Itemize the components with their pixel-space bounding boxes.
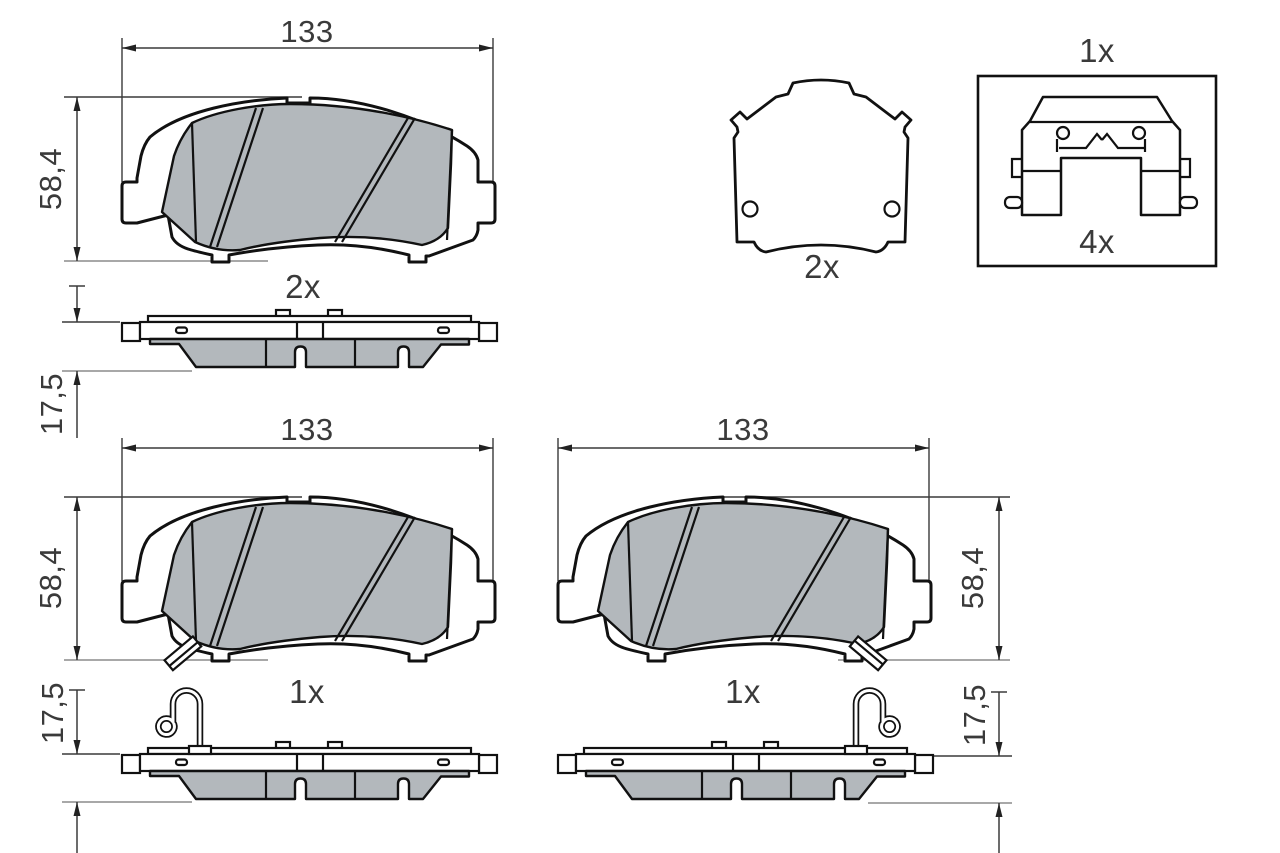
- accessory-kit-box: [976, 74, 1218, 268]
- dim-width-label-top: 133: [280, 14, 334, 49]
- dim-height-label-top: 58,4: [33, 147, 68, 211]
- retaining-clip-drawing: [1003, 95, 1199, 217]
- width-dimension-right: [557, 438, 930, 581]
- quantity-label-carrier-plate: 2x: [804, 248, 840, 285]
- width-dimension-top: [121, 38, 494, 182]
- dim-thickness-label-right: 17,5: [957, 683, 992, 747]
- thickness-dimension-top: [62, 285, 192, 438]
- wear-indicator-tab-left: [162, 634, 203, 672]
- dim-thickness-label-left: 17,5: [35, 681, 70, 745]
- quantity-label-right-pad: 1x: [725, 673, 761, 710]
- pad-front-top-view: [120, 96, 497, 264]
- thickness-dimension-right: [868, 691, 1012, 853]
- quantity-label-top-pads: 2x: [285, 268, 321, 305]
- height-dimension-top: [64, 96, 302, 262]
- width-dimension-left: [121, 438, 494, 581]
- wear-indicator-spring-right: [843, 687, 901, 756]
- pad-front-left-view: [120, 495, 497, 663]
- dim-height-label-right: 58,4: [955, 546, 990, 610]
- pad-side-left-view: [120, 740, 499, 801]
- pad-side-right-view: [556, 740, 935, 801]
- quantity-label-accessory-kit: 1x: [1079, 32, 1115, 69]
- pad-side-top-view: [120, 308, 499, 369]
- dim-thickness-label-top: 17,5: [34, 372, 69, 436]
- pad-front-right-view: [556, 495, 933, 663]
- wear-indicator-tab-right: [848, 634, 889, 672]
- dim-width-label-right: 133: [716, 412, 770, 447]
- dim-height-label-left: 58,4: [33, 546, 68, 610]
- carrier-plate-view: [729, 78, 913, 254]
- dim-width-label-left: 133: [280, 412, 334, 447]
- thickness-dimension-left: [62, 689, 192, 853]
- quantity-label-left-pad: 1x: [289, 673, 325, 710]
- quantity-label-retaining-clips: 4x: [1079, 223, 1115, 260]
- wear-indicator-spring-left: [155, 687, 213, 756]
